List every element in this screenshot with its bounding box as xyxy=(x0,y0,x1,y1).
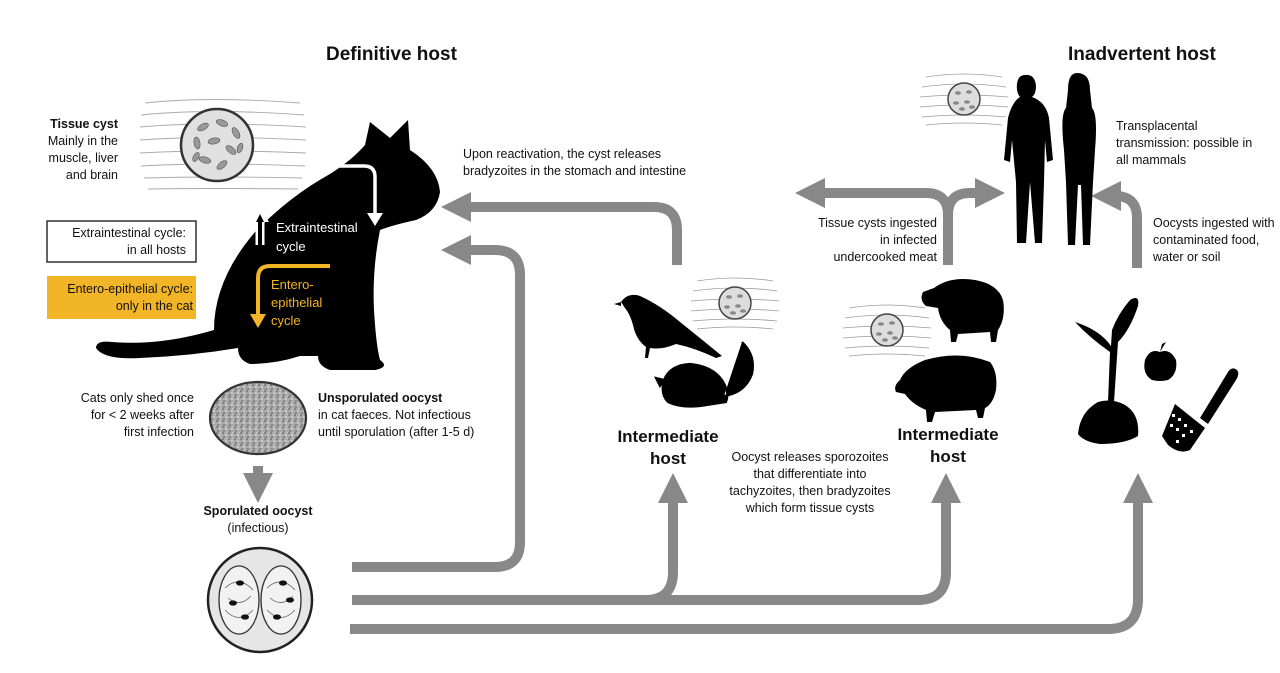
arrow-meat-to-humans xyxy=(943,178,1005,216)
arrow-reactivation-to-cat xyxy=(441,192,682,265)
intermediate-host-1: Intermediate host xyxy=(617,427,719,468)
cat-extraintestinal-label: Extraintestinal cycle xyxy=(276,220,358,254)
cat-entero-label: Entero- epithelial cycle xyxy=(271,277,323,328)
woman-silhouette xyxy=(1062,73,1096,245)
arrow-to-intermediate-1 xyxy=(352,473,688,605)
cyst-icon-human xyxy=(919,73,1009,126)
definitive-host-title: Definitive host xyxy=(326,44,457,65)
sheep-silhouette xyxy=(921,279,1004,342)
legend-entero-box xyxy=(47,276,196,319)
inadvertent-host-title: Inadvertent host xyxy=(1068,44,1216,65)
unsporulated-text: Unsporulated oocyst in cat faeces. Not i… xyxy=(318,391,475,439)
oocysts-ingested-text: Oocysts ingested with contaminated food,… xyxy=(1153,216,1275,264)
apple-silhouette xyxy=(1144,342,1177,381)
unsporulated-oocyst xyxy=(208,380,308,456)
cat-silhouette xyxy=(96,120,440,370)
bird-silhouette xyxy=(614,294,722,358)
pig-silhouette xyxy=(895,355,997,422)
tissue-ingested-text: Tissue cysts ingested in infected underc… xyxy=(817,216,937,264)
sporulated-text: Sporulated oocyst (infectious) xyxy=(203,504,313,535)
legend-extraintestinal: Extraintestinal cycle: in all hosts xyxy=(72,226,186,257)
plant-silhouette xyxy=(1075,298,1139,444)
sporulated-oocyst xyxy=(206,546,314,654)
tissue-cyst-label: Tissue cyst Mainly in the muscle, liver … xyxy=(47,117,118,182)
mouse-silhouette xyxy=(653,341,754,408)
shed-text: Cats only shed once for < 2 weeks after … xyxy=(80,391,194,439)
legend-extraintestinal-box xyxy=(46,220,197,263)
arrow-to-plant xyxy=(350,473,1153,634)
legend-entero: Entero-epithelial cycle: only in the cat xyxy=(67,282,193,313)
reactivation-text: Upon reactivation, the cyst releases bra… xyxy=(463,147,687,178)
man-silhouette xyxy=(1004,74,1053,243)
cyst-icon-bird xyxy=(690,277,780,330)
intermediate-host-2: Intermediate host xyxy=(897,425,999,466)
transplacental-text: Transplacental transmission: possible in… xyxy=(1116,119,1253,167)
tissue-cyst-illustration xyxy=(139,99,307,190)
cyst-icon-livestock xyxy=(842,304,932,357)
arrow-soil-to-humans xyxy=(1091,181,1142,268)
oocyst-release-text: Oocyst releases sporozoites that differe… xyxy=(729,450,891,515)
arrow-to-intermediate-2 xyxy=(352,473,961,605)
litter-scoop xyxy=(1162,368,1239,452)
arrow-sporulated-to-cat xyxy=(352,235,525,572)
